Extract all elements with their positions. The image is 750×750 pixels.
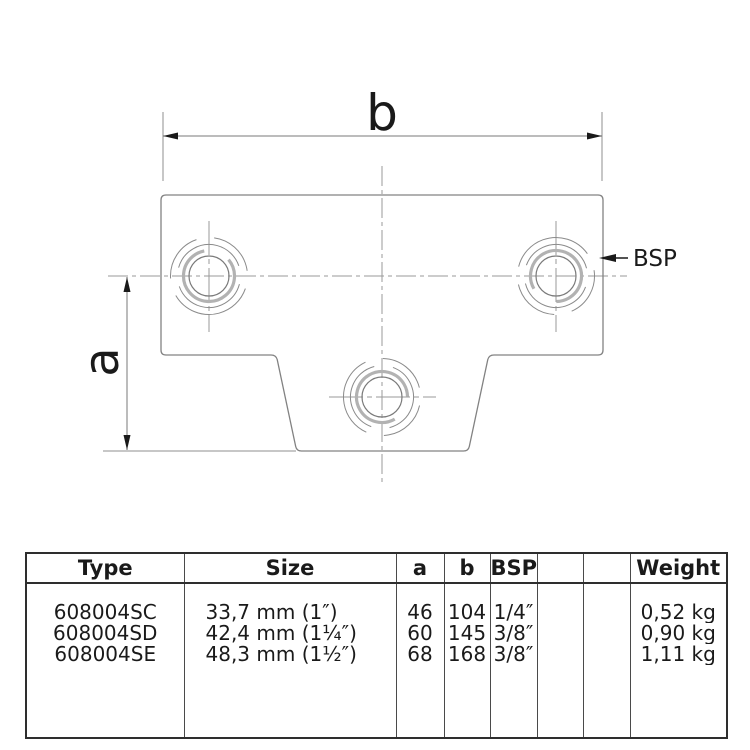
dimension-b: b [162, 84, 603, 181]
cell-a: 60 [395, 623, 444, 644]
right-hole-thread-arc [528, 248, 584, 304]
bsp-label: BSP [633, 246, 677, 272]
dim-a-label: a [74, 347, 130, 376]
cell-bsp: 3/8″ [489, 623, 537, 644]
header-bsp: BSP [489, 553, 537, 584]
cell-weight: 0,90 kg [629, 623, 727, 644]
cell-a: 68 [395, 644, 444, 665]
left-hole [170, 237, 248, 315]
table-row: 608004SC 33,7 mm (1″) 46 104 1/4″ 0,52 k… [26, 583, 727, 623]
left-hole-ring-outer [170, 237, 248, 315]
cell-size: 42,4 mm (1¼″) [183, 623, 396, 644]
table-filler-row [26, 665, 727, 738]
table-row: 608004SD 42,4 mm (1¼″) 60 145 3/8″ 0,90 … [26, 623, 727, 644]
bottom-hole-ring-mid [350, 365, 414, 429]
cell-empty-2 [582, 583, 630, 623]
spec-table: Type Size a b BSP Weight 608004SC 33,7 m… [25, 552, 728, 739]
bottom-hole-thread-arc [354, 369, 410, 425]
cell-type: 608004SE [54, 644, 157, 665]
dim-a-arrow-top [123, 277, 131, 292]
cell-b: 168 [443, 644, 490, 665]
dimension-a: a [74, 277, 296, 452]
centerlines [108, 166, 627, 486]
bottom-hole-ring-outer [343, 358, 421, 437]
cell-b: 104 [443, 583, 490, 623]
cell-weight: 1,11 kg [629, 644, 727, 665]
cell-empty-1 [536, 644, 583, 665]
right-hole-ring-outer [517, 237, 595, 315]
cell-empty-2 [582, 623, 630, 644]
cell-a: 46 [395, 583, 444, 623]
cell-type: 608004SC [53, 600, 157, 623]
right-hole-bore [535, 255, 577, 297]
dim-b-arrow-right [587, 132, 602, 140]
technical-drawing: b a BSP [74, 84, 677, 486]
cell-size: 48,3 mm (1½″) [183, 644, 396, 665]
left-hole-thread-arc [181, 248, 237, 304]
header-empty-2 [582, 553, 630, 584]
cell-empty-1 [536, 623, 583, 644]
part-outline [160, 194, 604, 452]
cell-empty-1 [536, 583, 583, 623]
cell-bsp: 1/4″ [489, 583, 537, 623]
table-header-row: Type Size a b BSP Weight [26, 553, 727, 584]
cell-weight: 0,52 kg [629, 583, 727, 623]
bsp-callout: BSP [599, 246, 677, 272]
header-a: a [395, 553, 444, 584]
cell-b: 145 [443, 623, 490, 644]
cell-empty-2 [582, 644, 630, 665]
header-size: Size [183, 553, 396, 584]
dim-b-arrow-left [163, 132, 178, 140]
header-type: Type [26, 553, 184, 584]
bottom-hole-bore [361, 376, 403, 418]
cell-size: 33,7 mm (1″) [183, 583, 396, 623]
bsp-arrow-head [599, 254, 616, 262]
left-hole-bore [188, 255, 230, 297]
header-empty-1 [536, 553, 583, 584]
table-row: 608004SE 48,3 mm (1½″) 68 168 3/8″ 1,11 … [26, 644, 727, 665]
dim-a-arrow-bottom [123, 435, 131, 450]
header-b: b [443, 553, 490, 584]
cell-bsp: 3/8″ [489, 644, 537, 665]
cell-type: 608004SD [53, 623, 158, 644]
bottom-hole [343, 358, 421, 437]
dim-b-label: b [366, 84, 398, 142]
header-weight: Weight [629, 553, 727, 584]
left-hole-ring-mid [177, 244, 241, 308]
